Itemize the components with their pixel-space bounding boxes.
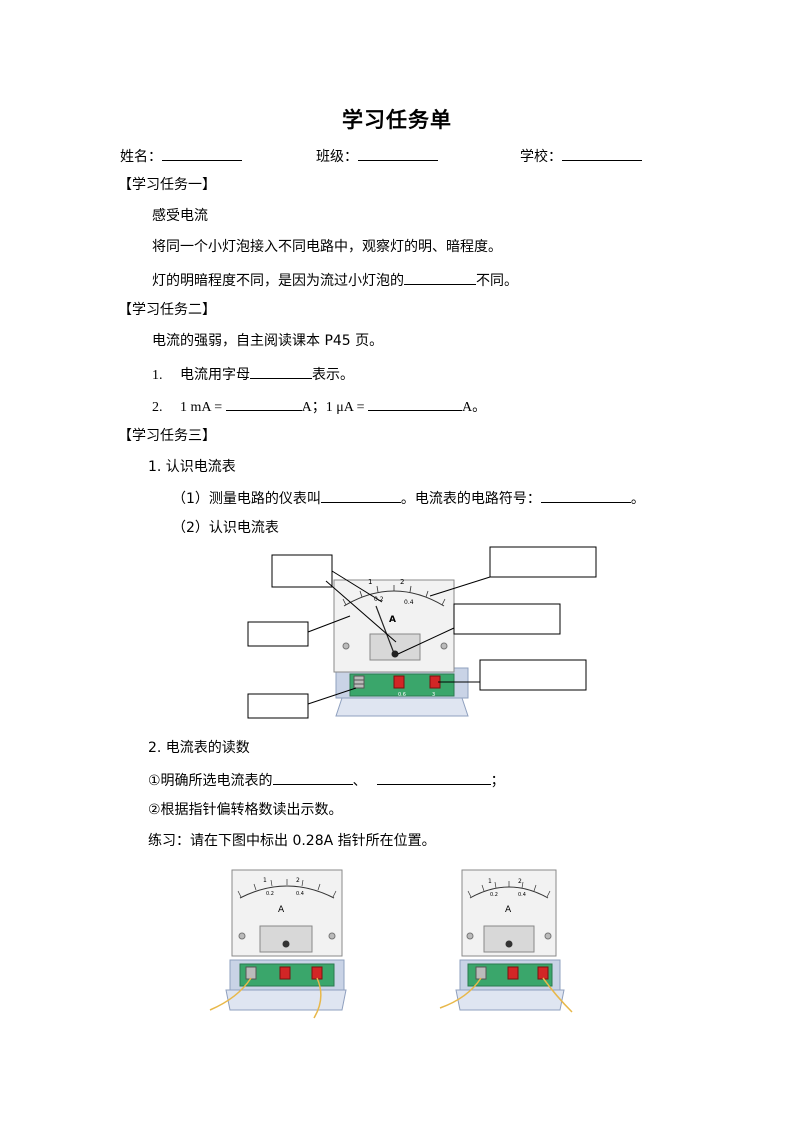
scale-large-1: 1	[368, 578, 372, 586]
ammeter-diagram: 0.6 3 1 2 0.2 0.4 A	[247, 546, 597, 719]
school-blank[interactable]	[562, 146, 642, 161]
pm1-scale-1: 1	[263, 877, 267, 884]
task2-line1: 电流的强弱，自主阅读课本 P45 页。	[152, 333, 384, 349]
task2-item1-b: 表示。	[312, 367, 354, 383]
pm2-scale-2: 2	[518, 878, 522, 885]
terminal-label-06: 0.6	[398, 692, 406, 698]
name-blank[interactable]	[162, 146, 242, 161]
symbol-blank[interactable]	[540, 488, 631, 503]
task3-q1-c: 。	[630, 491, 645, 507]
task3-practice: 练习：请在下图中标出 0.28A 指针所在位置。	[148, 833, 436, 849]
label-box-4[interactable]	[453, 603, 561, 635]
task2-item2-b: A；1 μA =	[301, 400, 365, 415]
ma-blank[interactable]	[225, 396, 302, 411]
task2-item1: 1. 电流用字母 表示。	[152, 364, 354, 385]
letter-blank[interactable]	[250, 364, 312, 379]
current-blank[interactable]	[404, 270, 476, 285]
task1-line3-a: 灯的明暗程度不同，是因为流过小灯泡的	[152, 273, 404, 289]
task3-sub2: 2. 电流表的读数	[148, 740, 250, 756]
terminal-06	[393, 675, 405, 689]
task3-q1-a: （1）测量电路的仪表叫	[172, 491, 321, 507]
leader-lines	[307, 570, 491, 705]
task3-heading: 【学习任务三】	[118, 428, 216, 444]
task3-r1-c: ；	[490, 773, 505, 789]
task2-item2-c: A。	[461, 400, 487, 415]
school-label: 学校：	[520, 149, 562, 165]
terminal-label-3: 3	[432, 692, 435, 698]
label-box-5[interactable]	[479, 659, 587, 691]
task1-line2: 将同一个小灯泡接入不同电路中，观察灯的明、暗程度。	[152, 239, 502, 255]
terminal-negative	[353, 675, 365, 689]
task1-heading: 【学习任务一】	[118, 177, 216, 193]
meter-scale	[342, 585, 446, 606]
ua-blank[interactable]	[367, 396, 462, 411]
label-box-3[interactable]	[247, 621, 309, 647]
range-blank[interactable]	[272, 770, 353, 785]
task3-r1: ①明确所选电流表的 、 ；	[148, 770, 505, 790]
pm1-unit: A	[278, 905, 285, 915]
scale-small-04: 0.4	[404, 599, 414, 606]
label-box-1[interactable]	[271, 554, 333, 588]
label-box-2[interactable]	[489, 546, 597, 578]
task1-line1: 感受电流	[152, 208, 208, 224]
meter-name-blank[interactable]	[320, 488, 401, 503]
pm2-scale-04: 0.4	[518, 892, 526, 898]
name-row: 姓名：	[120, 146, 242, 166]
task1-line3: 灯的明暗程度不同，是因为流过小灯泡的 不同。	[152, 270, 518, 290]
task1-line3-b: 不同。	[476, 273, 518, 289]
task3-q1: （1）测量电路的仪表叫 。电流表的电路符号： 。	[172, 488, 645, 508]
meter-needle	[375, 605, 396, 657]
class-label: 班级：	[316, 149, 358, 165]
pm1-scale-2: 2	[296, 877, 300, 884]
task3-r1-a: ①明确所选电流表的	[148, 773, 273, 789]
pivot	[391, 650, 399, 658]
class-row: 班级：	[316, 146, 438, 166]
task2-item2: 2. 1 mA = A；1 μA = A。	[152, 396, 486, 417]
task3-q2: （2）认识电流表	[172, 520, 279, 536]
division-blank[interactable]	[376, 770, 491, 785]
meter-unit: A	[389, 615, 396, 625]
task2-item1-a: 电流用字母	[180, 367, 250, 383]
task2-item1-num: 1.	[152, 368, 163, 383]
pm1-scale-04: 0.4	[296, 891, 304, 897]
pm2-unit: A	[505, 905, 512, 915]
pm2-scale-02: 0.2	[490, 892, 498, 898]
label-box-6[interactable]	[247, 693, 309, 719]
school-row: 学校：	[520, 146, 642, 166]
task2-item2-a: 1 mA =	[180, 400, 223, 415]
task3-r2: ②根据指针偏转格数读出示数。	[148, 802, 343, 818]
practice-meter-2[interactable]: 1 2 0.2 0.4 A	[438, 868, 578, 1018]
pm2-scale-1: 1	[488, 878, 492, 885]
task3-r1-b: 、	[352, 773, 367, 789]
task2-heading: 【学习任务二】	[118, 302, 216, 318]
pm1-scale-02: 0.2	[266, 891, 274, 897]
task3-sub1: 1. 认识电流表	[148, 459, 236, 475]
task2-item2-num: 2.	[152, 400, 163, 415]
page-title: 学习任务单	[342, 108, 452, 132]
scale-large-2: 2	[400, 578, 404, 586]
name-label: 姓名：	[120, 149, 162, 165]
class-blank[interactable]	[358, 146, 438, 161]
task3-q1-b: 。电流表的电路符号：	[400, 491, 541, 507]
practice-meter-1[interactable]: 1 2 0.2 0.4 A	[208, 868, 348, 1019]
